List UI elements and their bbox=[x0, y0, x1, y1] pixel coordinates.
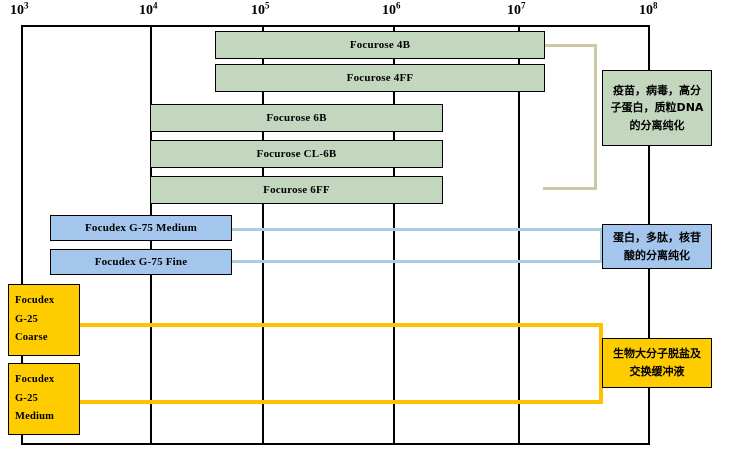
tick-exponent: 8 bbox=[653, 0, 658, 11]
callout-desalt-applications: 生物大分子脱盐及交换缓冲液 bbox=[602, 338, 712, 388]
bracket-dextran bbox=[230, 228, 603, 263]
bar-focudex-g25-medium[interactable]: Focudex G-25 Medium bbox=[8, 363, 80, 435]
bar-label-line3: Coarse bbox=[15, 332, 48, 344]
tick-base: 10 bbox=[382, 3, 396, 18]
bar-label-line3: Medium bbox=[15, 411, 55, 423]
bar-focurose-6b[interactable]: Focurose 6B bbox=[150, 104, 443, 132]
tick-exponent: 7 bbox=[521, 0, 526, 11]
gridline-1e5 bbox=[262, 25, 264, 445]
axis-tick-label-1e6: 106 bbox=[382, 1, 401, 18]
axis-tick-label-1e7: 107 bbox=[507, 1, 526, 18]
tick-base: 10 bbox=[251, 3, 265, 18]
bar-label-line2: G-25 bbox=[15, 313, 38, 325]
x-axis-line bbox=[21, 25, 650, 27]
gridline-1e6 bbox=[393, 25, 395, 445]
tick-exponent: 5 bbox=[265, 0, 270, 11]
tick-base: 10 bbox=[639, 3, 653, 18]
bar-label-line2: G-25 bbox=[15, 392, 38, 404]
bar-focurose-4ff[interactable]: Focurose 4FF bbox=[215, 64, 545, 92]
tick-exponent: 3 bbox=[24, 0, 29, 11]
tick-exponent: 4 bbox=[153, 0, 158, 11]
callout-dextran-applications: 蛋白，多肽，核苷酸的分离纯化 bbox=[602, 224, 712, 269]
bar-focudex-g75-fine[interactable]: Focudex G-75 Fine bbox=[50, 249, 232, 275]
tick-exponent: 6 bbox=[396, 0, 401, 11]
axis-tick-label-1e4: 104 bbox=[139, 1, 158, 18]
bar-focurose-4b[interactable]: Focurose 4B bbox=[215, 31, 545, 59]
tick-base: 10 bbox=[10, 3, 24, 18]
bar-focurose-6ff[interactable]: Focurose 6FF bbox=[150, 176, 443, 204]
bar-focudex-g25-coarse[interactable]: Focudex G-25 Coarse bbox=[8, 284, 80, 356]
bar-label-line1: Focudex bbox=[15, 295, 55, 307]
tick-base: 10 bbox=[139, 3, 153, 18]
bracket-desalt bbox=[76, 323, 603, 404]
gridline-1e7 bbox=[518, 25, 520, 445]
axis-tick-label-1e3: 103 bbox=[10, 1, 29, 18]
callout-agarose-applications: 疫苗，病毒，高分子蛋白，质粒DNA的分离纯化 bbox=[602, 70, 712, 146]
bar-label-line1: Focudex bbox=[15, 374, 55, 386]
axis-tick-label-1e8: 108 bbox=[639, 1, 658, 18]
bar-focurose-cl-6b[interactable]: Focurose CL-6B bbox=[150, 140, 443, 168]
tick-base: 10 bbox=[507, 3, 521, 18]
bar-focudex-g75-medium[interactable]: Focudex G-75 Medium bbox=[50, 215, 232, 241]
bracket-agarose bbox=[543, 44, 597, 190]
axis-tick-label-1e5: 105 bbox=[251, 1, 270, 18]
